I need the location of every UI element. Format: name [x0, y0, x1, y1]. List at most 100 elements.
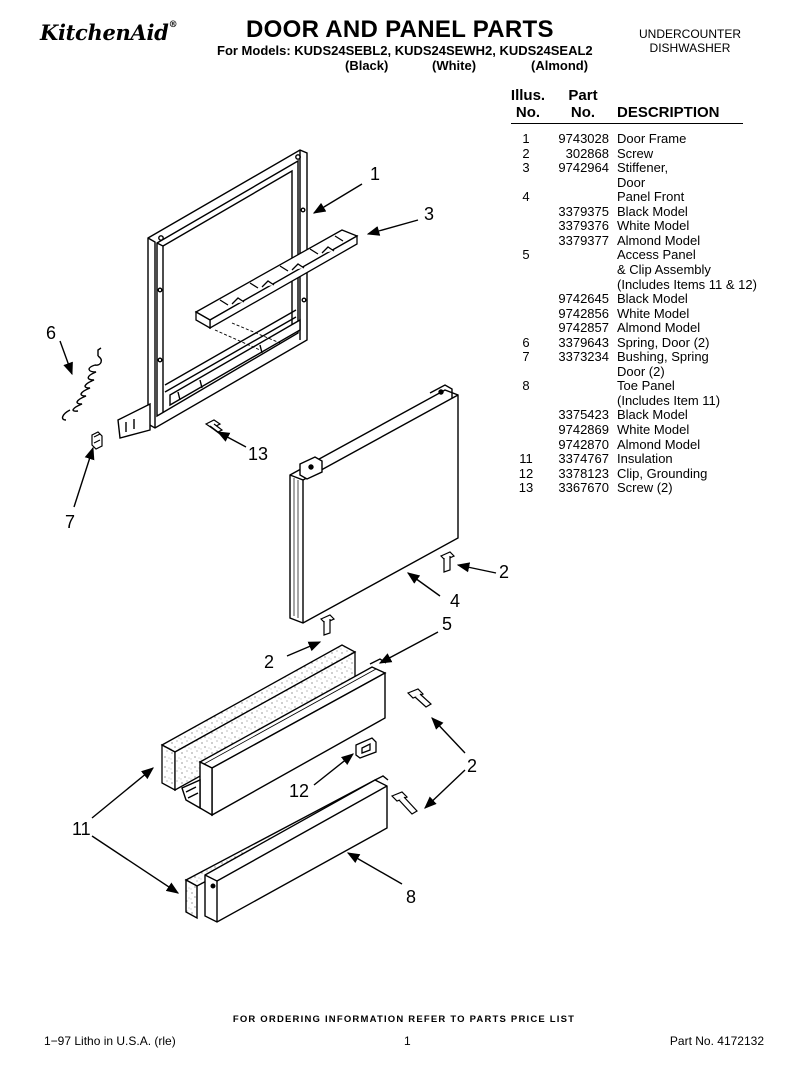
callout-11: 11 [72, 819, 91, 839]
screw-2-lower [319, 614, 336, 636]
part-no-cell: 9742870 [558, 436, 609, 452]
category-line-1: UNDERCOUNTER [639, 27, 741, 41]
illus-no-cell: 2 [522, 145, 530, 161]
document-part-number: Part No. 4172132 [669, 1034, 764, 1048]
description-cell: (Includes Items 11 & 12) [617, 276, 757, 292]
exploded-parts-diagram: 1 3 6 7 13 2 4 5 2 2 12 11 8 [46, 149, 509, 923]
description-cell: Insulation [617, 451, 673, 467]
litho-note: 1−97 Litho in U.S.A. (rle) [44, 1034, 176, 1048]
brand-registered-mark: ® [168, 20, 178, 30]
part-no-cell: 3378123 [558, 465, 609, 481]
description-cell: Black Model [617, 291, 688, 307]
description-cell: Toe Panel [617, 378, 675, 394]
part-no-cell: 3379377 [558, 232, 609, 248]
description-cell: White Model [617, 305, 690, 321]
screw-13 [204, 419, 224, 435]
callout-2-panel: 2 [499, 562, 509, 582]
illus-no-cell: 12 [518, 465, 534, 481]
door-frame [117, 149, 308, 439]
description-cell: Black Model [617, 407, 688, 423]
illus-no-cell: 3 [522, 160, 530, 176]
screw-2-panel [439, 551, 456, 573]
panel-front [289, 384, 459, 624]
part-no-cell: 9742964 [558, 160, 609, 176]
table-header-rule [511, 123, 743, 124]
description-cell: Almond Model [617, 232, 701, 248]
description-cell: Almond Model [617, 436, 701, 452]
screw-2-access [406, 688, 433, 708]
callout-12: 12 [289, 781, 309, 801]
part-no-cell: 3379375 [558, 203, 609, 219]
brand-logo: KitchenAid® [40, 20, 178, 45]
illus-no-cell: 6 [522, 334, 530, 350]
description-cell: White Model [617, 218, 690, 234]
callout-5: 5 [442, 614, 452, 634]
description-cell: Spring, Door (2) [617, 334, 710, 350]
color-black-label: (Black) [345, 58, 389, 73]
illus-no-cell: 11 [519, 451, 533, 467]
page-title: DOOR AND PANEL PARTS [246, 16, 554, 43]
illus-no-cell: 13 [518, 480, 534, 496]
ordering-note: FOR ORDERING INFORMATION REFER TO PARTS … [232, 1014, 576, 1025]
part-no-cell: 3373234 [558, 349, 609, 365]
illus-no-cell: 4 [522, 189, 530, 205]
callout-3: 3 [424, 204, 434, 224]
page-number: 1 [404, 1034, 411, 1048]
description-cell: Panel Front [617, 189, 685, 205]
part-no-cell: 9742645 [558, 291, 609, 307]
description-cell: Door [617, 174, 646, 190]
door-spring [61, 347, 102, 421]
illus-no-cell: 8 [522, 378, 530, 394]
color-white-label: (White) [432, 58, 477, 73]
description-cell: Stiffener, [617, 160, 669, 176]
category-line-2: DISHWASHER [649, 41, 731, 55]
description-cell: Screw (2) [617, 480, 673, 496]
part-no-cell: 9742857 [558, 320, 609, 336]
part-no-header: Part No. [563, 87, 603, 121]
spring-bushing [91, 431, 103, 450]
color-almond-label: (Almond) [531, 58, 589, 73]
callout-leaders [59, 183, 497, 894]
description-cell: (Includes Item 11) [617, 392, 721, 408]
description-header: DESCRIPTION [617, 104, 720, 121]
illus-header-line-2: No. [515, 104, 541, 121]
part-header-line-2: No. [570, 104, 596, 121]
models-line: For Models: KUDS24SEBL2, KUDS24SEWH2, KU… [217, 43, 593, 58]
illus-no-header: Illus. No. [508, 87, 548, 121]
part-no-cell: 3374767 [558, 451, 609, 467]
part-no-cell: 3375423 [558, 407, 609, 423]
toe-panel [184, 775, 389, 923]
illus-no-cell: 5 [522, 247, 530, 263]
illus-header-line-1: Illus. [510, 87, 546, 104]
description-cell: Door (2) [617, 363, 665, 379]
callout-2-lower: 2 [264, 652, 274, 672]
callout-8: 8 [406, 887, 416, 907]
part-header-line-1: Part [568, 87, 598, 104]
callout-2-access: 2 [467, 756, 477, 776]
part-no-cell: 302868 [565, 145, 609, 161]
part-no-cell: 9742856 [558, 305, 609, 321]
illus-no-cell: 1 [522, 131, 530, 146]
door-stiffener [194, 229, 359, 330]
screw-2-toe [390, 791, 418, 815]
callout-1: 1 [370, 164, 380, 184]
brand-name: KitchenAid [40, 20, 169, 45]
description-cell: Door Frame [617, 131, 687, 146]
part-no-cell: 9742869 [558, 422, 609, 437]
access-panel [181, 658, 387, 817]
part-no-cell: 3379376 [558, 218, 609, 234]
description-cell: White Model [617, 422, 690, 437]
illus-no-cell: 7 [522, 349, 530, 365]
description-cell: Access Panel [617, 247, 696, 263]
part-no-cell: 3379643 [558, 334, 609, 350]
callout-4: 4 [450, 591, 460, 611]
callout-7: 7 [65, 512, 75, 532]
callout-13: 13 [248, 444, 268, 464]
description-cell: Bushing, Spring [617, 349, 709, 365]
grounding-clip [355, 737, 377, 759]
description-cell: Almond Model [617, 320, 701, 336]
part-no-cell: 9743028 [558, 131, 609, 146]
callout-6: 6 [46, 323, 56, 343]
description-cell: & Clip Assembly [617, 261, 711, 277]
description-cell: Clip, Grounding [617, 465, 708, 481]
